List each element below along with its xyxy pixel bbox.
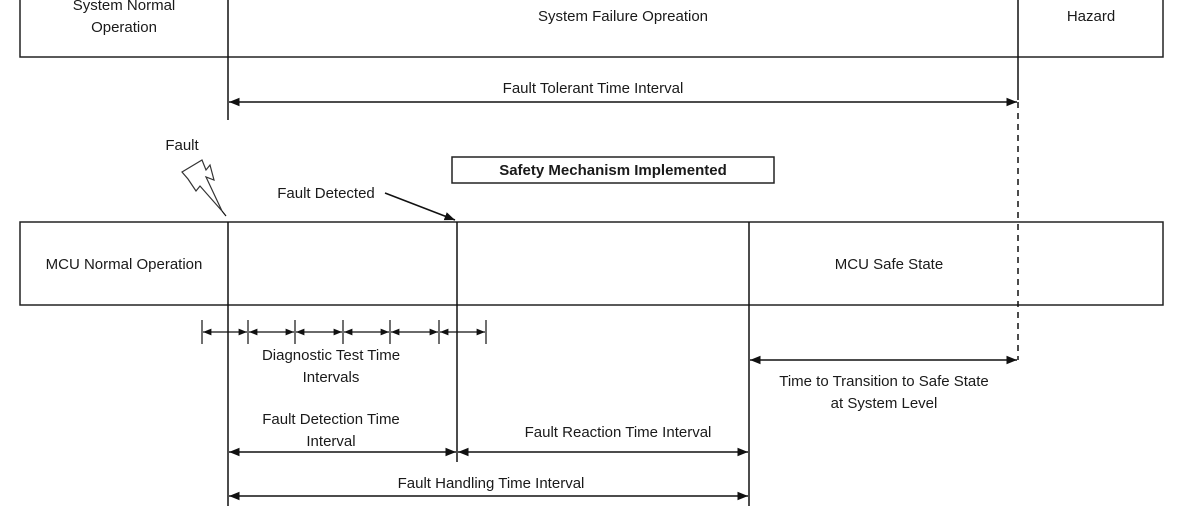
fdti-label-line1: Fault Detection Time <box>262 411 400 428</box>
system-normal-label-line1: System Normal <box>73 0 176 14</box>
system-normal-label-line2: Operation <box>91 19 157 36</box>
diagnostic-label-line2: Intervals <box>303 369 360 386</box>
transition-label-line2: at System Level <box>831 395 938 412</box>
frti-label: Fault Reaction Time Interval <box>525 424 712 441</box>
lightning-fault-icon <box>181 159 223 212</box>
safety-mechanism-box <box>451 156 775 184</box>
transition-label-line1: Time to Transition to Safe State <box>779 373 989 390</box>
lightning-tip <box>221 210 227 217</box>
fault-detected-label: Fault Detected <box>277 185 375 202</box>
mcu-safe-state-label: MCU Safe State <box>835 256 943 273</box>
mcu-normal-label: MCU Normal Operation <box>46 256 203 273</box>
safety-mechanism-label: Safety Mechanism Implemented <box>499 162 727 179</box>
system-row-box <box>19 0 1164 58</box>
fault-detected-pointer-arrow <box>384 192 456 221</box>
ftti-label: Fault Tolerant Time Interval <box>503 80 684 97</box>
system-failure-label: System Failure Opreation <box>538 8 708 25</box>
mcu-row: MCU Normal Operation MCU Safe State <box>19 221 1164 506</box>
hazard-label: Hazard <box>1067 8 1115 25</box>
fdti-label-line2: Interval <box>306 433 355 450</box>
fault-label: Fault <box>165 137 199 154</box>
system-row: System Normal Operation System Failure O… <box>19 0 1164 120</box>
mcu-row-box <box>19 221 1164 306</box>
diagnostic-test-intervals <box>201 320 487 344</box>
diagnostic-label-line1: Diagnostic Test Time <box>262 347 400 364</box>
fhti-label: Fault Handling Time Interval <box>398 475 585 492</box>
